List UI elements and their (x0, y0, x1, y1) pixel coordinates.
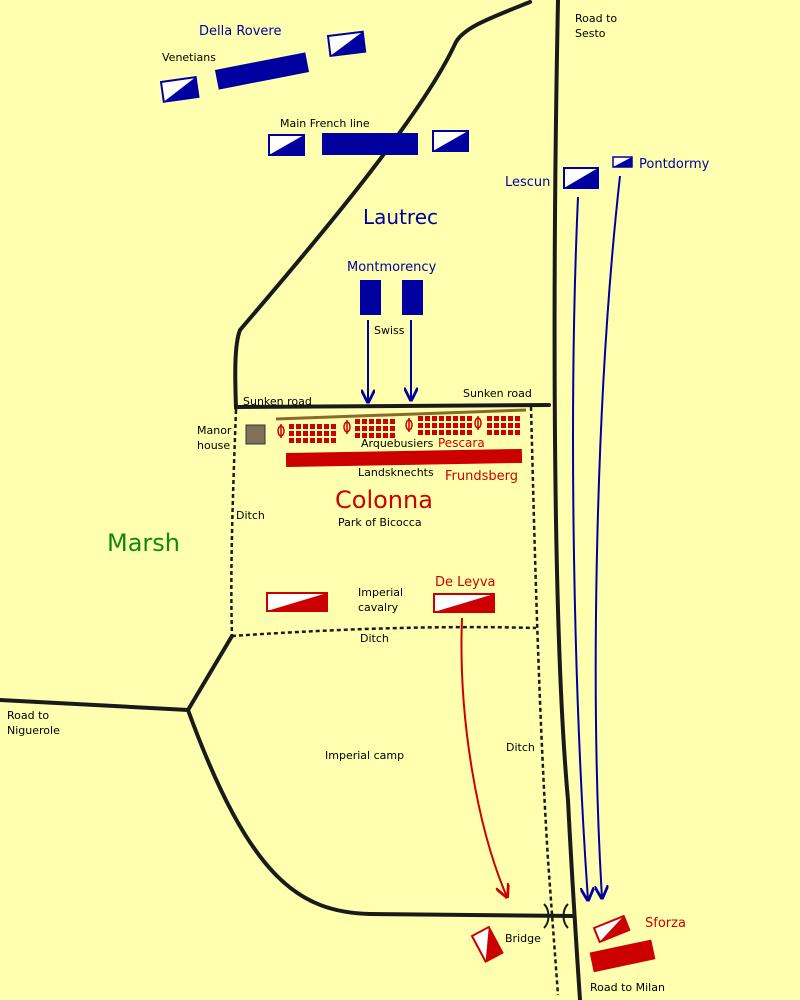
main-french-line-label: Main French line (280, 117, 370, 130)
ditch-east (529, 406, 560, 996)
ditches (230, 406, 560, 996)
pontdormy-cavalry (612, 156, 633, 168)
earthwork (275, 408, 527, 421)
road-to-sesto-and-milan (552, 0, 582, 1000)
della-rovere-label: Della Rovere (199, 24, 281, 39)
road-to-milan-label: Road to Milan (590, 981, 665, 994)
manor-house-building (245, 424, 266, 445)
arquebusiers-label: Arquebusiers (361, 437, 434, 450)
sunken-road-left-label: Sunken road (243, 395, 312, 408)
lescun-cavalry (563, 167, 599, 189)
della-rovere-cavalry-right (326, 30, 367, 57)
bridge-label: Bridge (505, 932, 541, 945)
main-line-cavalry-right (432, 130, 469, 152)
road-to-niguerole-label-line1: Road to (7, 709, 49, 722)
artillery-4 (474, 416, 482, 430)
western-road (233, 0, 532, 410)
sunken-road (234, 403, 551, 409)
southern-loop-road (186, 708, 576, 918)
imperial-labels: Arquebusiers Pescara Landsknechts Frunds… (335, 436, 686, 931)
arquebusier-block-3 (418, 416, 472, 435)
bridge-cavalry (470, 925, 504, 963)
arquebusier-block-4 (487, 416, 520, 435)
main-line-cavalry-left (268, 134, 305, 156)
venetian-infantry (214, 52, 310, 90)
venetians-label: Venetians (162, 51, 216, 64)
artillery-3 (405, 418, 413, 432)
manor-house-label-line2: house (197, 439, 230, 452)
manor-house-label-line1: Manor (197, 424, 232, 437)
geography-labels: Road to Sesto Road to Milan Road to Nigu… (7, 12, 665, 994)
arquebusier-blocks (289, 416, 520, 443)
de-leyva-label: De Leyva (435, 575, 496, 590)
ditch-left-label: Ditch (236, 509, 265, 522)
road-to-sesto-label-line1: Road to (575, 12, 617, 25)
pescara-label: Pescara (438, 436, 485, 450)
french-labels: Della Rovere Venetians Main French line … (162, 24, 710, 337)
french-units (159, 30, 633, 315)
bridge-symbol (543, 903, 569, 929)
imperial-cavalry-label-line1: Imperial (358, 586, 403, 599)
park-of-bicocca-label: Park of Bicocca (338, 516, 422, 529)
swiss-column-left (360, 280, 381, 315)
ditch-west (230, 409, 238, 637)
imperial-camp-label: Imperial camp (325, 749, 404, 762)
imperial-cavalry-label-line2: cavalry (358, 601, 399, 614)
road-to-niguerole-label-line2: Niguerole (7, 724, 60, 737)
ditch-middle-label: Ditch (360, 632, 389, 645)
sforza-cavalry (592, 914, 631, 944)
roads (0, 0, 582, 1000)
artillery-2 (343, 420, 351, 434)
ditch-right-label: Ditch (506, 741, 535, 754)
arquebusier-block-2 (355, 419, 395, 438)
swiss-label: Swiss (374, 324, 405, 337)
pontdormy-label: Pontdormy (639, 157, 710, 172)
landsknecht-line (285, 448, 523, 468)
pontdormy-advance-arrow (596, 175, 621, 898)
frundsberg-label: Frundsberg (445, 469, 518, 484)
landsknechts-label: Landsknechts (358, 466, 434, 479)
ditch-cross (231, 625, 537, 638)
de-leyva-cavalry (433, 593, 495, 613)
movement-arrows (368, 175, 621, 900)
sforza-label: Sforza (645, 916, 686, 931)
road-to-sesto-label-line2: Sesto (575, 27, 606, 40)
sunken-road-right-label: Sunken road (463, 387, 532, 400)
main-line-infantry (322, 133, 418, 155)
road-manor-junction (186, 634, 234, 712)
artillery-markers (277, 416, 482, 438)
imperial-cavalry-left (266, 592, 328, 612)
venetian-cavalry-left (159, 75, 200, 103)
de-leyva-counter-arrow (460, 617, 507, 897)
artillery-1 (277, 424, 285, 438)
lautrec-label: Lautrec (363, 205, 438, 229)
imperial-units (266, 448, 656, 973)
marsh-label: Marsh (107, 529, 180, 557)
road-to-niguerole (0, 698, 190, 712)
arquebusier-block-1 (289, 424, 336, 443)
lescun-label: Lescun (505, 175, 550, 190)
colonna-label: Colonna (335, 486, 433, 514)
swiss-column-right (402, 280, 423, 315)
sforza-infantry (589, 939, 656, 973)
lescun-advance-arrow (572, 196, 588, 900)
montmorency-label: Montmorency (347, 260, 437, 275)
